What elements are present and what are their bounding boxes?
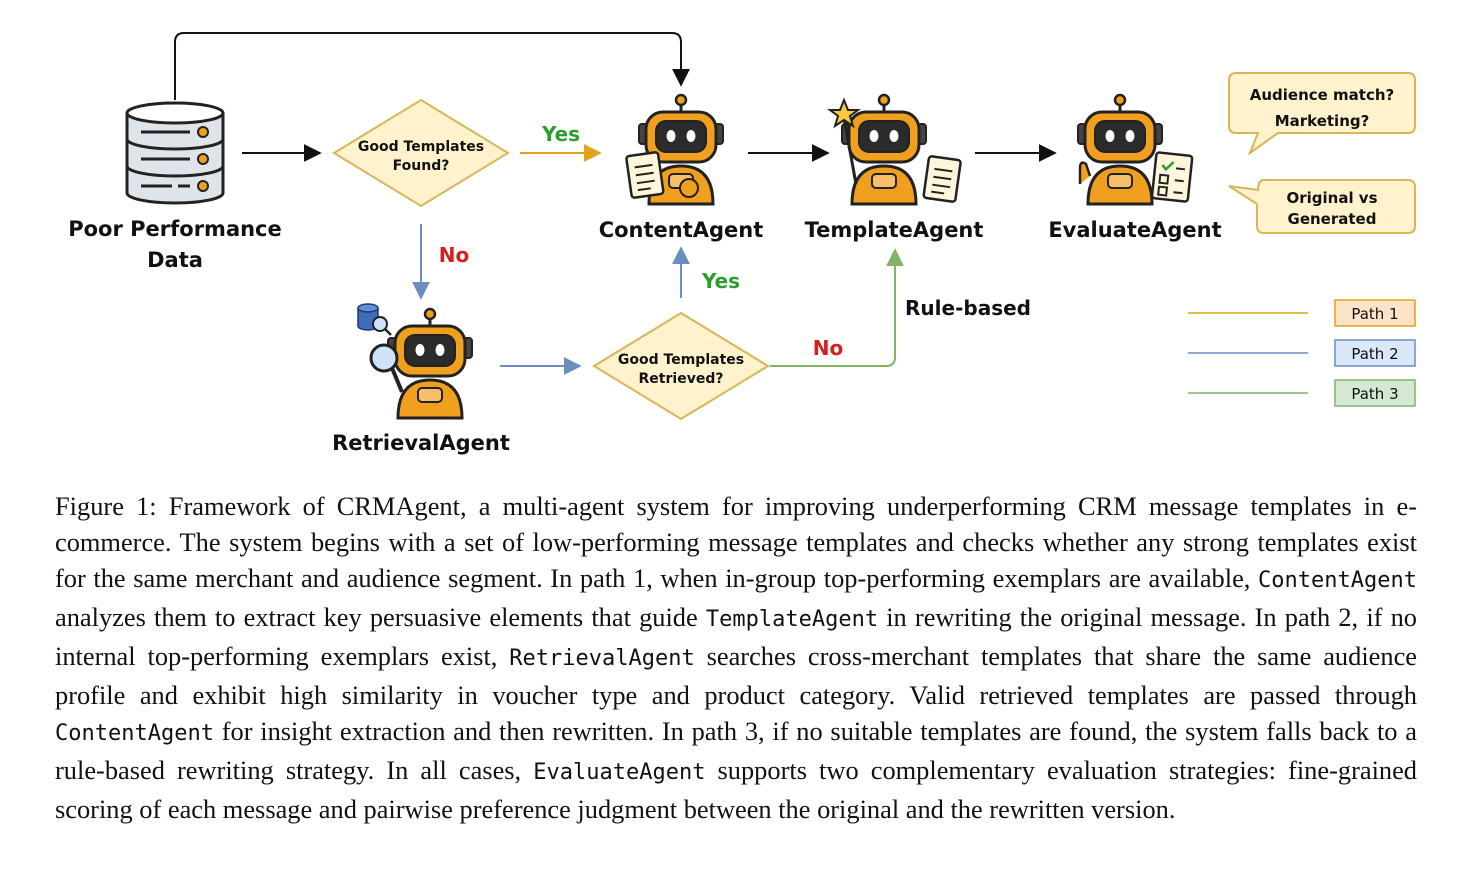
evaluate-agent-robot-icon <box>1076 93 1194 206</box>
legend: Path 1 Path 2 Path 3 <box>1188 299 1416 407</box>
legend-box-path1 <box>1334 299 1416 327</box>
yes-label-2: Yes <box>701 269 740 293</box>
retrieval-agent-robot-icon <box>369 307 474 420</box>
decision2-line2: Retrieved? <box>639 371 724 387</box>
bubble-bottom-line2: Generated <box>1288 210 1377 228</box>
poor-data-label-line2: Data <box>147 248 203 272</box>
content-agent-label: ContentAgent <box>599 218 764 242</box>
framework-diagram: Poor Performance Data Good Templates Fou… <box>68 32 1416 455</box>
legend-label-path2: Path 2 <box>1351 345 1398 363</box>
database-icon <box>125 101 225 205</box>
bubble-bottom-line1: Original vs <box>1286 189 1377 207</box>
yes-label-1: Yes <box>541 122 580 146</box>
decision-found-diamond <box>332 98 510 208</box>
decision1-line1: Good Templates <box>358 139 484 155</box>
bubble-top-line2: Marketing? <box>1275 112 1370 130</box>
caption-part-6: supports two complementary evaluation st… <box>55 755 1418 824</box>
no-label-1: No <box>439 243 469 267</box>
caption-part-4: searches cross-merchant templates that s… <box>55 641 1417 710</box>
speech-bubble-bottom <box>1228 179 1416 234</box>
caption-part-2: analyzes them to extract key persuasive … <box>55 602 706 632</box>
caption-code-templateagent: TemplateAgent <box>705 607 879 632</box>
decision-retrieved-diamond <box>592 311 770 421</box>
speech-bubble-top <box>1228 72 1416 156</box>
arrow-no-path3 <box>770 248 904 367</box>
template-agent-label: TemplateAgent <box>805 218 984 242</box>
poor-data-label-line1: Poor Performance <box>68 217 282 241</box>
legend-box-path3 <box>1334 379 1416 407</box>
caption-code-contentagent-2: ContentAgent <box>55 721 214 746</box>
loop-arrow <box>174 32 690 100</box>
content-agent-robot-icon <box>624 93 725 206</box>
caption-code-evaluateagent: EvaluateAgent <box>533 760 706 785</box>
retrieval-agent-label: RetrievalAgent <box>332 431 510 455</box>
figure-caption: Figure 1: Framework of CRMAgent, a multi… <box>55 488 1417 827</box>
legend-label-path3: Path 3 <box>1351 385 1398 403</box>
mini-database-search-icon <box>357 303 392 336</box>
legend-box-path2 <box>1334 339 1416 367</box>
rule-based-label: Rule-based <box>905 296 1031 320</box>
decision2-line1: Good Templates <box>618 352 744 368</box>
caption-part-5: for insight extraction and then rewritte… <box>55 716 1417 785</box>
no-label-2: No <box>813 336 843 360</box>
legend-label-path1: Path 1 <box>1351 305 1398 323</box>
decision1-line2: Found? <box>393 158 450 174</box>
caption-code-contentagent-1: ContentAgent <box>1258 568 1417 593</box>
caption-code-retrievalagent: RetrievalAgent <box>509 646 695 671</box>
caption-part-3: in rewriting the original message. In pa… <box>55 602 1417 671</box>
template-agent-robot-icon <box>827 93 963 206</box>
bubble-top-line1: Audience match? <box>1250 86 1395 104</box>
evaluate-agent-label: EvaluateAgent <box>1048 218 1221 242</box>
caption-part-1: Figure 1: Framework of CRMAgent, a multi… <box>55 491 1417 593</box>
